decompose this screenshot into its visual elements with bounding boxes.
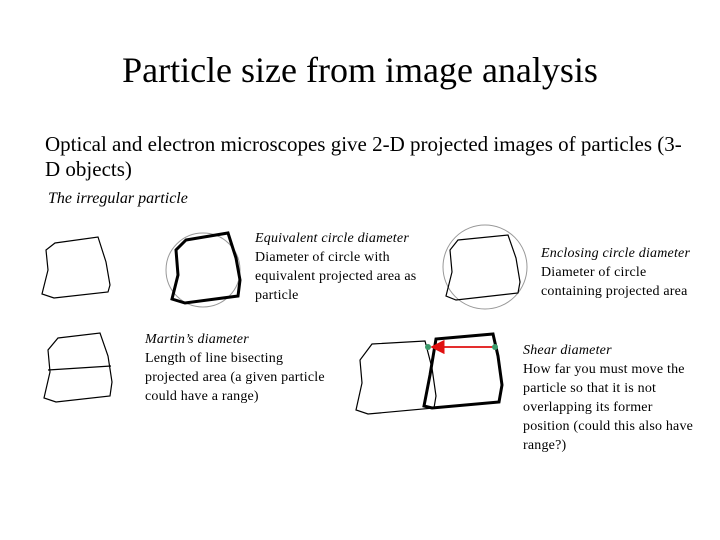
irregular-particle-outline bbox=[41, 236, 111, 299]
caption-equivalent-body: Diameter of circle with equivalent proje… bbox=[255, 250, 417, 303]
caption-equivalent-circle: Equivalent circle diameter Diameter of c… bbox=[255, 229, 435, 305]
caption-shear-heading: Shear diameter bbox=[523, 343, 612, 358]
martin-particle-outline bbox=[43, 332, 113, 403]
caption-martin-heading: Martin’s diameter bbox=[145, 332, 249, 347]
caption-martin-body: Length of line bisecting projected area … bbox=[145, 351, 325, 404]
caption-enclosing-heading: Enclosing circle diameter bbox=[541, 246, 691, 261]
enclosing-circle bbox=[442, 224, 528, 310]
shear-original-outline bbox=[355, 340, 437, 415]
shear-start-marker bbox=[425, 344, 431, 350]
shear-end-marker bbox=[492, 344, 498, 350]
caption-shear-diameter: Shear diameter How far you must move the… bbox=[523, 341, 715, 455]
caption-enclosing-circle: Enclosing circle diameter Diameter of ci… bbox=[541, 244, 716, 301]
caption-shear-body: How far you must move the particle so th… bbox=[523, 362, 694, 453]
caption-enclosing-body: Diameter of circle containing projected … bbox=[541, 265, 688, 299]
intro-text: Optical and electron microscopes give 2-… bbox=[45, 132, 682, 181]
equivalent-particle-outline bbox=[170, 231, 242, 305]
shear-moved-outline bbox=[422, 332, 504, 410]
caption-martin-diameter: Martin’s diameter Length of line bisecti… bbox=[145, 330, 350, 406]
subtitle-irregular-particle: The irregular particle bbox=[48, 190, 188, 207]
enclosing-particle-outline bbox=[445, 234, 521, 301]
caption-equivalent-heading: Equivalent circle diameter bbox=[255, 231, 409, 246]
martin-bisecting-line bbox=[47, 365, 112, 371]
equivalent-circle bbox=[165, 232, 241, 308]
slide-title: Particle size from image analysis bbox=[122, 50, 598, 90]
